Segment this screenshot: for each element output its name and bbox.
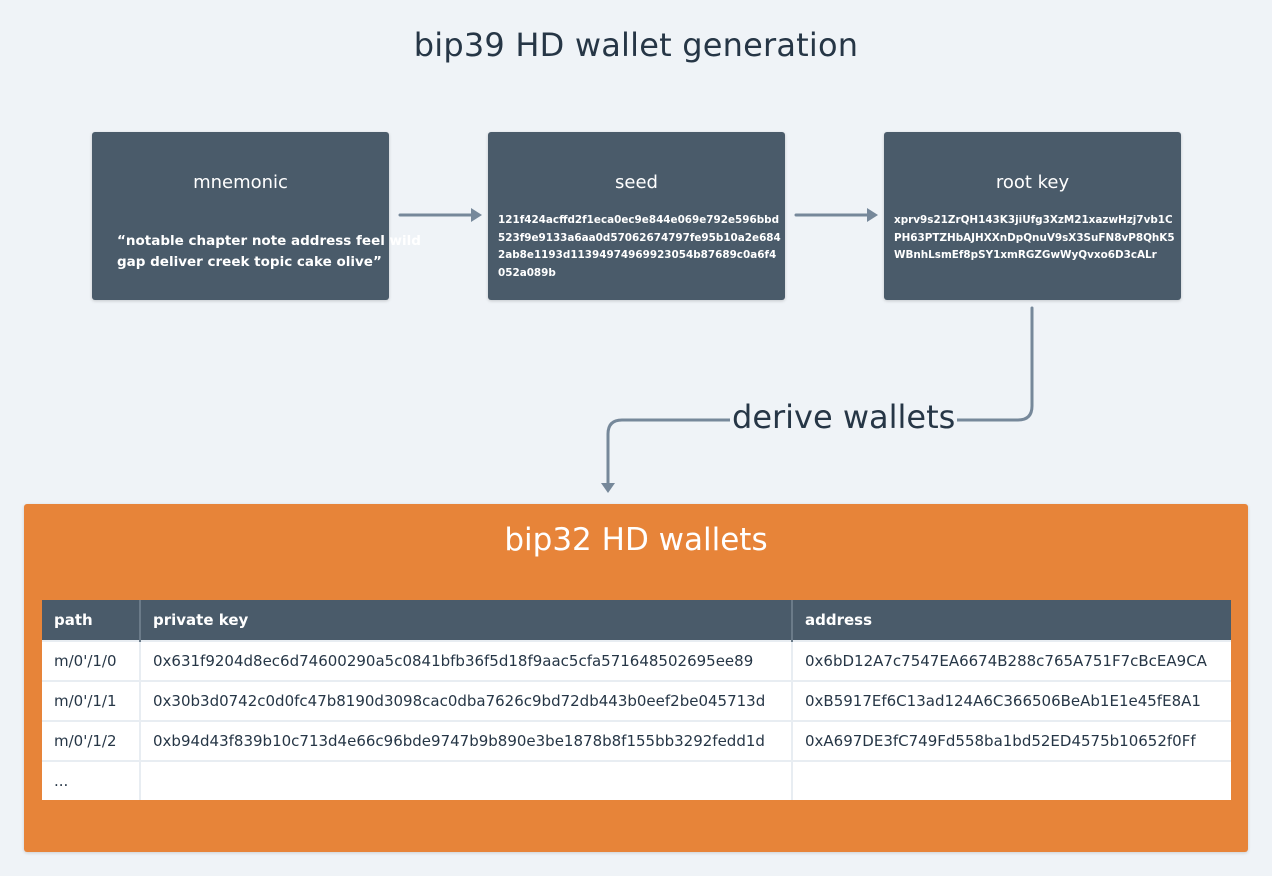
arrowhead-icon [867,208,878,222]
mnemonic-line: gap deliver creek topic cake olive” [117,254,382,270]
cell-address [792,760,1231,800]
seed-card-title: seed [615,172,658,193]
cell-address: 0xA697DE3fC749Fd558ba1bd52ED4575b10652f0… [792,720,1231,761]
mnemonic-card-title: mnemonic [193,172,288,193]
root-key-card-title: root key [995,172,1070,193]
root-key-value: xprv9s21ZrQH143K3jiUfg3XzM21xazwHzj7vb1C… [884,212,1181,265]
seed-line: 121f424acffd2f1eca0ec9e844e069e792e596bb… [498,214,780,226]
cell-address: 0x6bD12A7c7547EA6674B288c765A751F7cBcEA9… [792,640,1231,681]
cell-path: m/0'/1/0 [42,640,141,681]
wallets-title: bip32 HD wallets [504,522,768,558]
seed-line: 2ab8e1193d11394974969923054b87689c0a6f4 [498,249,777,261]
diagram-title: bip39 HD wallet generation [413,26,859,64]
table-row: m/0'/1/1 0x30b3d0742c0d0fc47b8190d3098ca… [42,680,1231,721]
seed-card: seed 121f424acffd2f1eca0ec9e844e069e792e… [488,132,785,300]
cell-private-key: 0x631f9204d8ec6d74600290a5c0841bfb36f5d1… [140,640,793,681]
cell-private-key: 0x30b3d0742c0d0fc47b8190d3098cac0dba7626… [140,680,793,721]
wallets-table: path private key address m/0'/1/0 0x631f… [42,600,1231,800]
cell-path: ... [42,760,141,800]
cell-path: m/0'/1/1 [42,680,141,721]
seed-line: 523f9e9133a6aa0d57062674797fe95b10a2e684 [498,231,781,244]
table-row: m/0'/1/2 0xb94d43f839b10c713d4e66c96bde9… [42,720,1231,761]
column-header-address: address [792,600,1231,641]
mnemonic-phrase: “notable chapter note address feel wild … [92,231,421,273]
cell-private-key: 0xb94d43f839b10c713d4e66c96bde9747b9b890… [140,720,793,761]
mnemonic-line: “notable chapter note address feel wild [117,233,421,249]
table-row: m/0'/1/0 0x631f9204d8ec6d74600290a5c0841… [42,640,1231,681]
cell-path: m/0'/1/2 [42,720,141,761]
seed-line: 052a089b [498,266,556,279]
arrowhead-icon [471,208,482,222]
table-header-row: path private key address [42,600,1231,641]
mnemonic-card: mnemonic “notable chapter note address f… [92,132,421,300]
cell-private-key [140,760,793,800]
root-key-card: root key xprv9s21ZrQH143K3jiUfg3XzM21xaz… [884,132,1181,300]
column-header-path: path [42,600,141,641]
table-row: ... [42,760,1231,800]
root-key-line: WBnhLsmEf8pSY1xmRGZGwWyQvxo6D3cALr [894,249,1157,261]
column-header-private-key: private key [140,600,793,641]
derive-wallets-label: derive wallets [730,398,958,436]
seed-value: 121f424acffd2f1eca0ec9e844e069e792e596bb… [488,212,785,282]
arrowhead-icon [601,483,615,493]
cell-address: 0xB5917Ef6C13ad124A6C366506BeAb1E1e45fE8… [792,680,1231,721]
root-key-line: xprv9s21ZrQH143K3jiUfg3XzM21xazwHzj7vb1C [894,214,1173,226]
arrow-root-key-to-wallets [606,306,1034,486]
root-key-line: PH63PTZHbAJHXXnDpQnuV9sX3SuFN8vP8QhK5 [894,231,1175,244]
wallets-panel: bip32 HD wallets path private key addres… [24,504,1248,852]
